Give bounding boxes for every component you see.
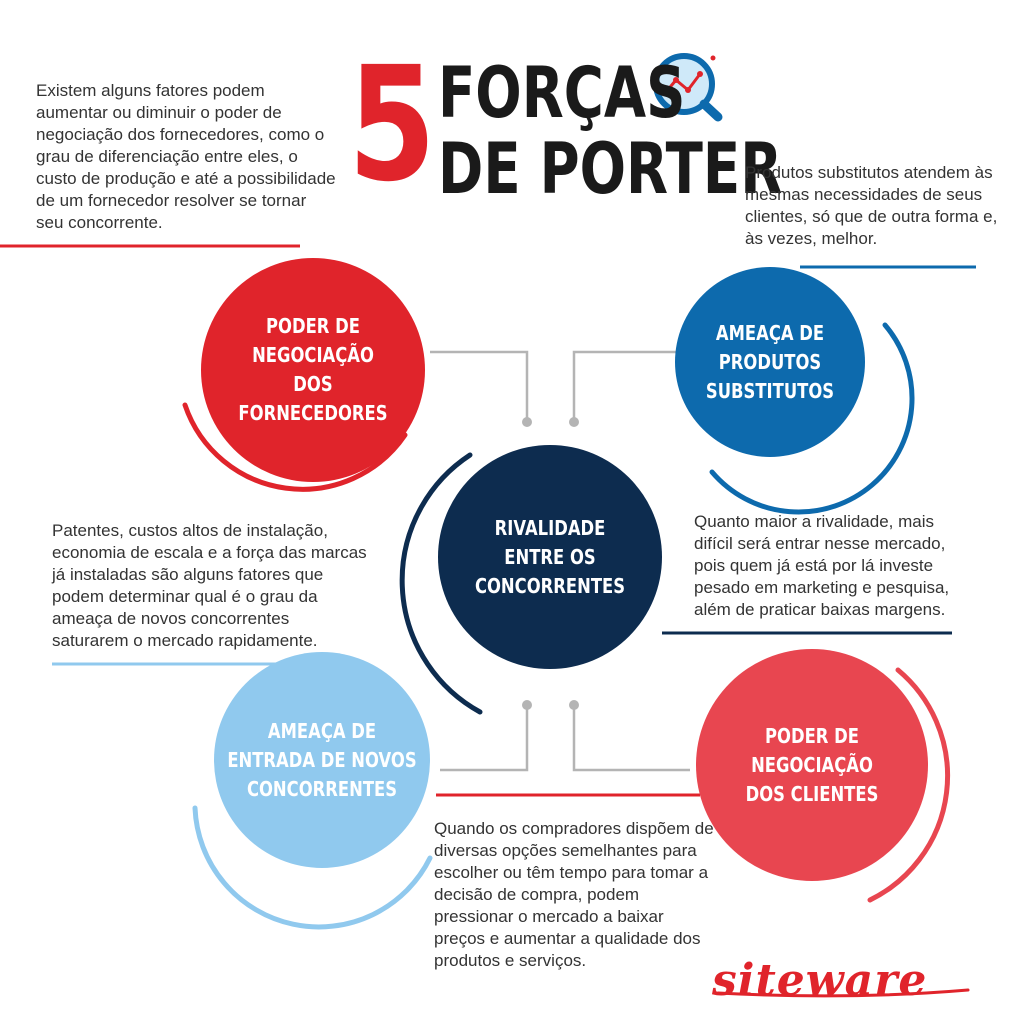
substitutes-arc <box>709 322 915 515</box>
entrants-circle <box>214 652 430 868</box>
rivalry-label: RIVALIDADE ENTRE OS CONCORRENTES <box>474 515 626 598</box>
title-line-2: DE PORTER <box>438 128 783 210</box>
substitutes-circle <box>675 267 865 457</box>
rivalry-arc <box>399 452 483 715</box>
title-number: 5 <box>348 33 436 217</box>
brand-logo: siteware <box>712 955 928 1006</box>
rivalry-circle <box>438 445 662 669</box>
supplier-circle <box>201 258 425 482</box>
substitutes-label: AMEAÇA DE PRODUTOS SUBSTITUTOS <box>705 320 835 403</box>
supplier-arc <box>182 402 408 492</box>
title-line-1: FORÇAS <box>438 52 686 134</box>
customers-arc <box>867 667 951 903</box>
entrants-description: Patentes, custos altos de instalação, ec… <box>52 521 367 650</box>
customers-description: Quando os compradores dispõem de diversa… <box>434 819 714 970</box>
entrants-label: AMEAÇA DE ENTRADA DE NOVOS CONCORRENTES <box>227 718 417 801</box>
supplier-description: Existem alguns fatores podem aumentar ou… <box>36 81 336 232</box>
connector-dots <box>522 417 579 710</box>
substitutes-description: Produtos substitutos atendem às mesmas n… <box>745 163 998 248</box>
entrants-arc <box>192 805 433 930</box>
brand-swoosh <box>716 988 970 998</box>
customers-label: PODER DE NEGOCIAÇÃO DOS CLIENTES <box>745 723 879 806</box>
rivalry-description: Quanto maior a rivalidade, mais difícil … <box>694 512 950 619</box>
customers-circle <box>696 649 928 881</box>
magnifier-chart-icon <box>653 53 723 122</box>
supplier-label: PODER DE NEGOCIAÇÃO DOS FORNECEDORES <box>238 314 388 425</box>
connector-lines <box>430 350 690 772</box>
